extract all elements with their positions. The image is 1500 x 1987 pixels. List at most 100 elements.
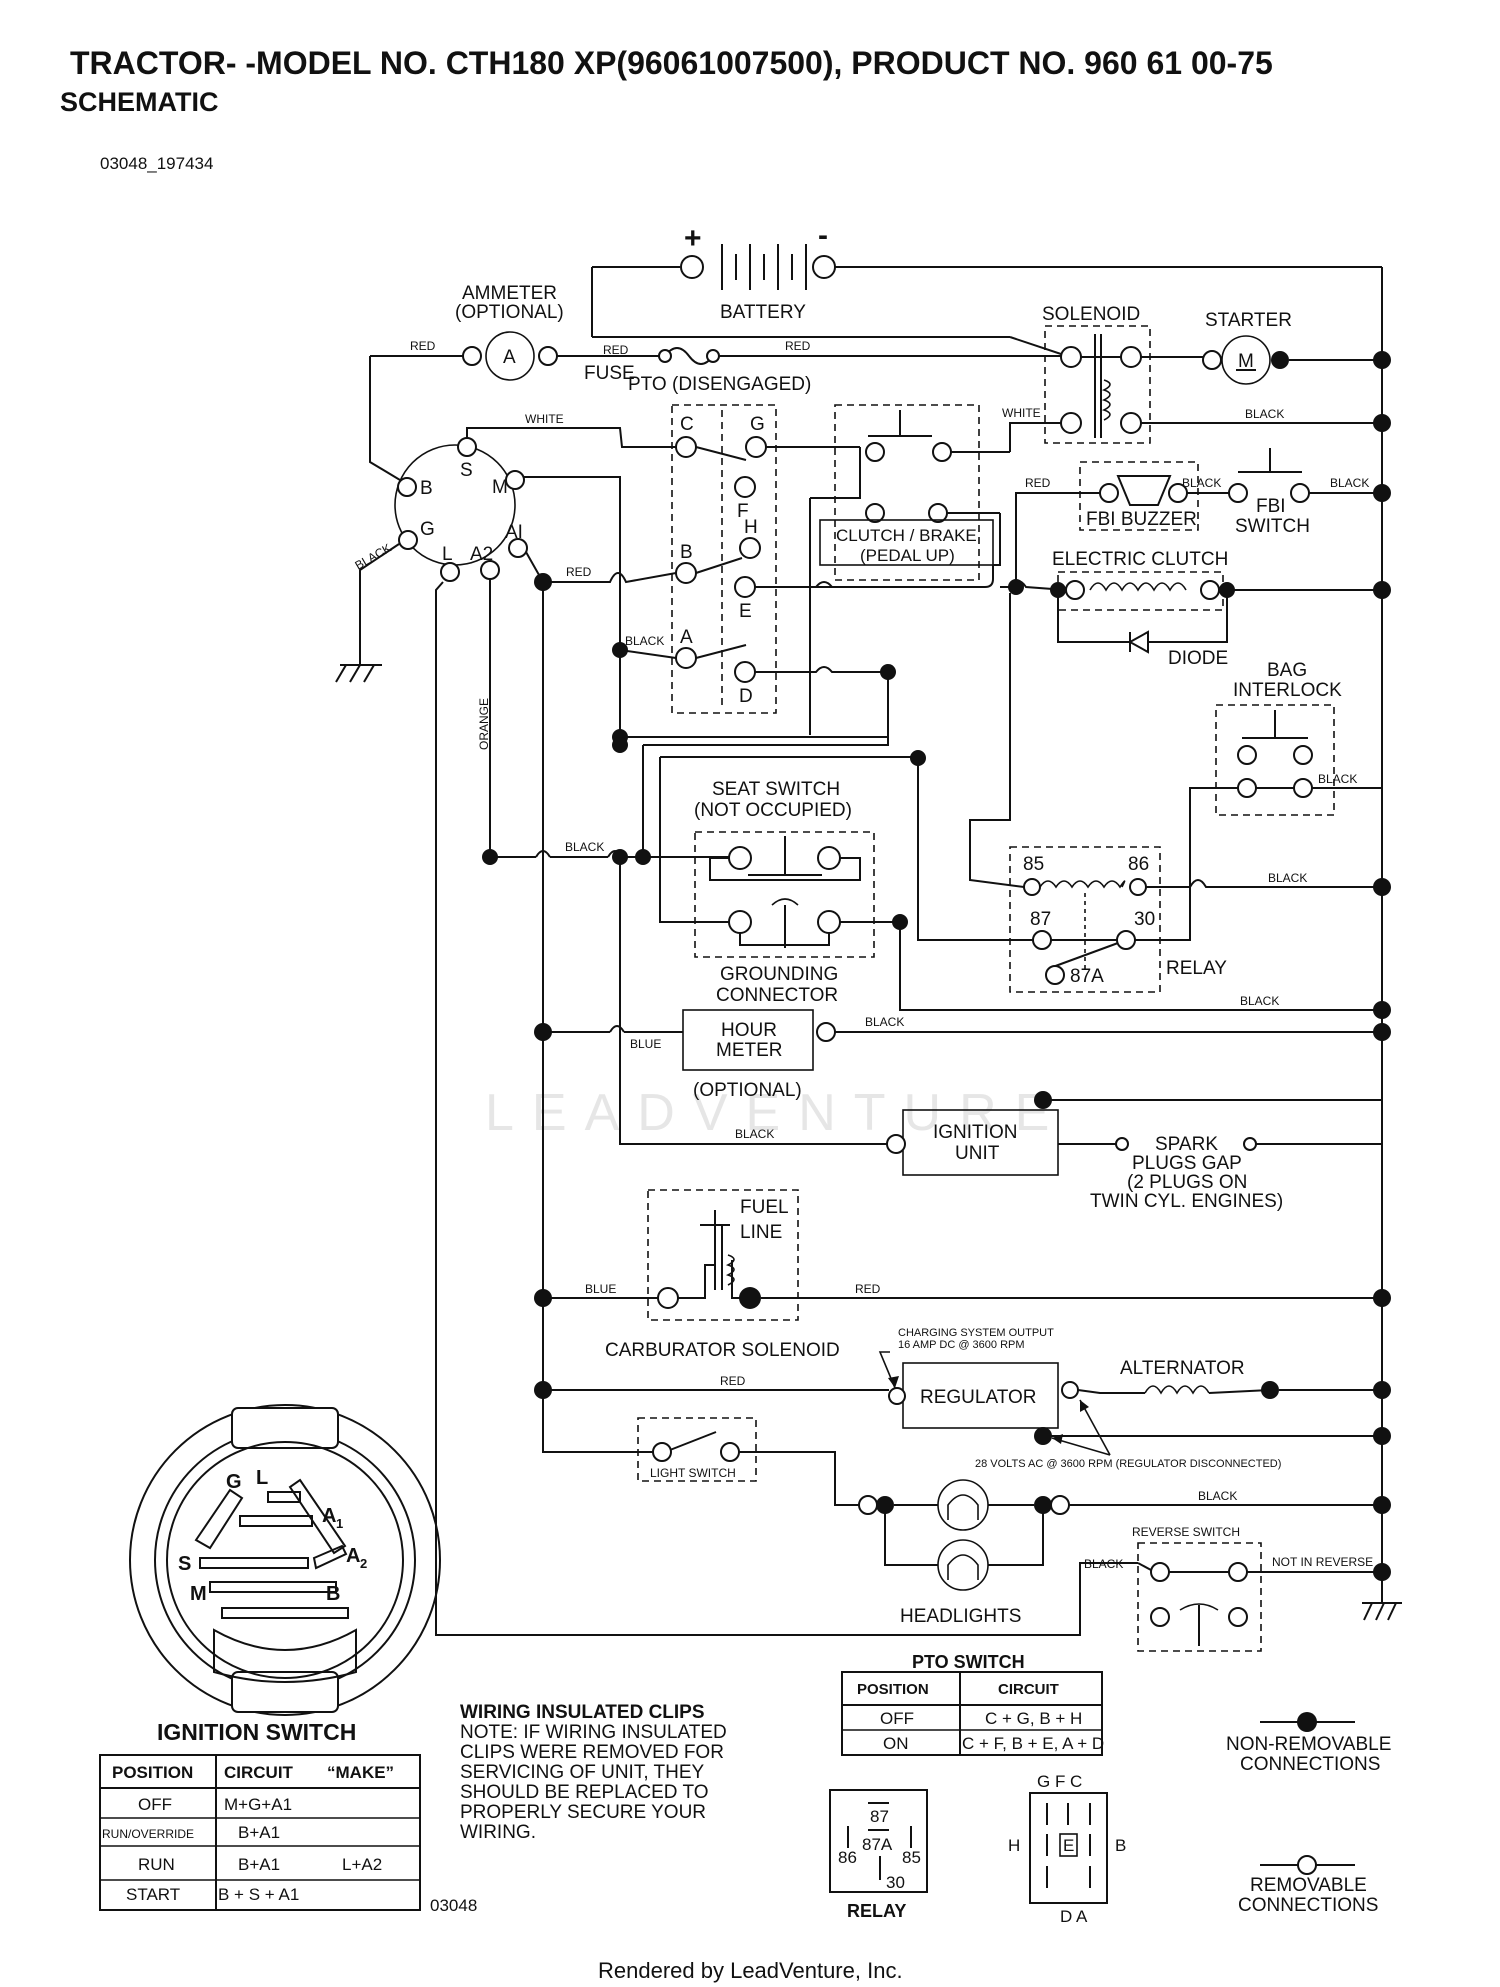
ign-terminal-l: L (442, 544, 453, 565)
spark-label-2: PLUGS GAP (1132, 1153, 1242, 1174)
regulator-label: REGULATOR (920, 1387, 1037, 1408)
ign-row-circuit: B + S + A1 (218, 1885, 299, 1904)
ignition-switch-code: 03048 (430, 1896, 477, 1915)
wire-blue: BLUE (585, 1282, 616, 1296)
bag-interlock: BAG INTERLOCK (1215, 660, 1342, 816)
ign-face-a1-sub: 1 (336, 1516, 343, 1531)
watermark: LEADVENTURE (485, 1084, 1067, 1142)
page-subtitle: SCHEMATIC (60, 87, 219, 117)
ign-terminal-g: G (420, 519, 435, 540)
pto-header-circuit: CIRCUIT (998, 1681, 1059, 1698)
volts-note: 28 VOLTS AC @ 3600 RPM (REGULATOR DISCON… (975, 1458, 1281, 1470)
main-bus (1362, 267, 1402, 1621)
battery-plus: + (684, 222, 702, 255)
clips-note-line: SERVICING OF UNIT, THEY (460, 1762, 705, 1783)
hour-meter-label-1: HOUR (721, 1020, 777, 1041)
fuel-label-2: LINE (740, 1222, 782, 1243)
wire-black: BLACK (1245, 407, 1284, 421)
pto-pinout: G F C E H B D A (1008, 1772, 1126, 1926)
wire-blue: BLUE (630, 1037, 661, 1051)
ign-row-position: RUN/OVERRIDE (102, 1827, 194, 1841)
electric-clutch: ELECTRIC CLUTCH (1052, 549, 1228, 611)
ign-terminal-a2: A2 (470, 544, 493, 565)
battery-minus: - (818, 219, 828, 252)
diode-label: DIODE (1168, 648, 1228, 669)
ignition-switch-symbol: S B M G L A2 AI (394, 437, 528, 582)
doc-code: 03048_197434 (100, 154, 213, 173)
pto-row-position: OFF (880, 1709, 914, 1728)
legend-removable-2: CONNECTIONS (1238, 1895, 1378, 1916)
battery: + - BATTERY (592, 219, 1382, 323)
relay-pin-85: 85 (902, 1848, 921, 1867)
relay-pin-87: 87 (870, 1807, 889, 1826)
reverse-switch: REVERSE SWITCH (1132, 1525, 1262, 1652)
spark-label-1: SPARK (1155, 1134, 1218, 1155)
page-title: TRACTOR- -MODEL NO. CTH180 XP(9606100750… (70, 45, 1273, 81)
wire-black: BLACK (1084, 1557, 1123, 1571)
ign-row-circuit: M+G+A1 (224, 1795, 292, 1814)
wire-black: BLACK (1182, 476, 1221, 490)
ignition-switch-title: IGNITION SWITCH (157, 1719, 356, 1745)
wire-red: RED (855, 1282, 881, 1296)
ammeter-label: AMMETER (462, 283, 557, 304)
relay-85: 85 (1023, 854, 1044, 875)
relay-pinout-title: RELAY (847, 1901, 906, 1921)
bag-label-2: INTERLOCK (1233, 680, 1342, 701)
pto-terminal-h: H (744, 517, 758, 538)
legend-removable-1: REMOVABLE (1250, 1875, 1367, 1896)
hour-meter-label-2: METER (716, 1040, 783, 1061)
ign-face-g: G (226, 1471, 242, 1493)
relay-pin-87a: 87A (862, 1835, 893, 1854)
ign-header-position: POSITION (112, 1763, 193, 1782)
wire-red: RED (720, 1374, 746, 1388)
pto-table-title: PTO SWITCH (912, 1652, 1025, 1672)
clips-note-line: WIRING. (460, 1822, 536, 1843)
grounding-label-1: GROUNDING (720, 964, 838, 985)
legend-non-removable-2: CONNECTIONS (1240, 1754, 1380, 1775)
pto-row-circuit: C + F, B + E, A + D (962, 1734, 1104, 1753)
clips-note-title: WIRING INSULATED CLIPS (460, 1702, 705, 1723)
ign-row-circuit: B+A1 (238, 1823, 280, 1842)
starter-motor: STARTER M (1202, 310, 1292, 385)
relay-87a: 87A (1070, 966, 1104, 987)
wire-black: BLACK (865, 1015, 904, 1029)
legend-non-removable: NON-REMOVABLE CONNECTIONS (1226, 1712, 1391, 1775)
wire-black: BLACK (1198, 1489, 1237, 1503)
hour-meter-optional: (OPTIONAL) (693, 1080, 802, 1101)
wire-black: BLACK (735, 1127, 774, 1141)
wire-red: RED (566, 565, 592, 579)
wire-red: RED (1025, 476, 1051, 490)
ign-row-position: OFF (138, 1795, 172, 1814)
pto-terminal-e: E (739, 601, 752, 622)
pto-pin-left: H (1008, 1836, 1020, 1855)
headlights-label: HEADLIGHTS (900, 1606, 1021, 1627)
pto-row-circuit: C + G, B + H (985, 1709, 1082, 1728)
pto-pin-right: B (1115, 1836, 1126, 1855)
ign-face-l: L (256, 1467, 268, 1489)
starter-label: STARTER (1205, 310, 1292, 331)
pto-pin-center: E (1063, 1836, 1074, 1855)
reverse-switch-label: REVERSE SWITCH (1132, 1525, 1240, 1539)
electric-clutch-label: ELECTRIC CLUTCH (1052, 549, 1228, 570)
pto-terminal-d: D (739, 686, 753, 707)
wire-black: BLACK (1318, 772, 1357, 786)
wire-orange: ORANGE (477, 698, 491, 750)
pto-row-position: ON (883, 1734, 909, 1753)
ignition-unit-label-2: UNIT (955, 1143, 1000, 1164)
wire-red: RED (603, 343, 629, 357)
ign-face-m: M (190, 1583, 207, 1605)
wire-black: BLACK (1240, 994, 1279, 1008)
ammeter-optional: (OPTIONAL) (455, 302, 564, 323)
seat-switch-label-2: (NOT OCCUPIED) (694, 800, 852, 821)
not-in-reverse-label: NOT IN REVERSE (1272, 1555, 1373, 1569)
diode: DIODE (1057, 590, 1228, 669)
fbi-switch-label-2: SWITCH (1235, 516, 1310, 537)
ign-terminal-m: M (492, 477, 508, 498)
spark-label-4: TWIN CYL. ENGINES) (1090, 1191, 1283, 1212)
relay-pinout: 87 86 87A 85 30 RELAY (829, 1789, 928, 1921)
clips-note: WIRING INSULATED CLIPS NOTE: IF WIRING I… (460, 1702, 727, 1843)
fbi-buzzer-label: FBI BUZZER (1086, 509, 1197, 530)
relay-label: RELAY (1166, 958, 1227, 979)
ammeter: AMMETER (OPTIONAL) A (455, 283, 564, 381)
